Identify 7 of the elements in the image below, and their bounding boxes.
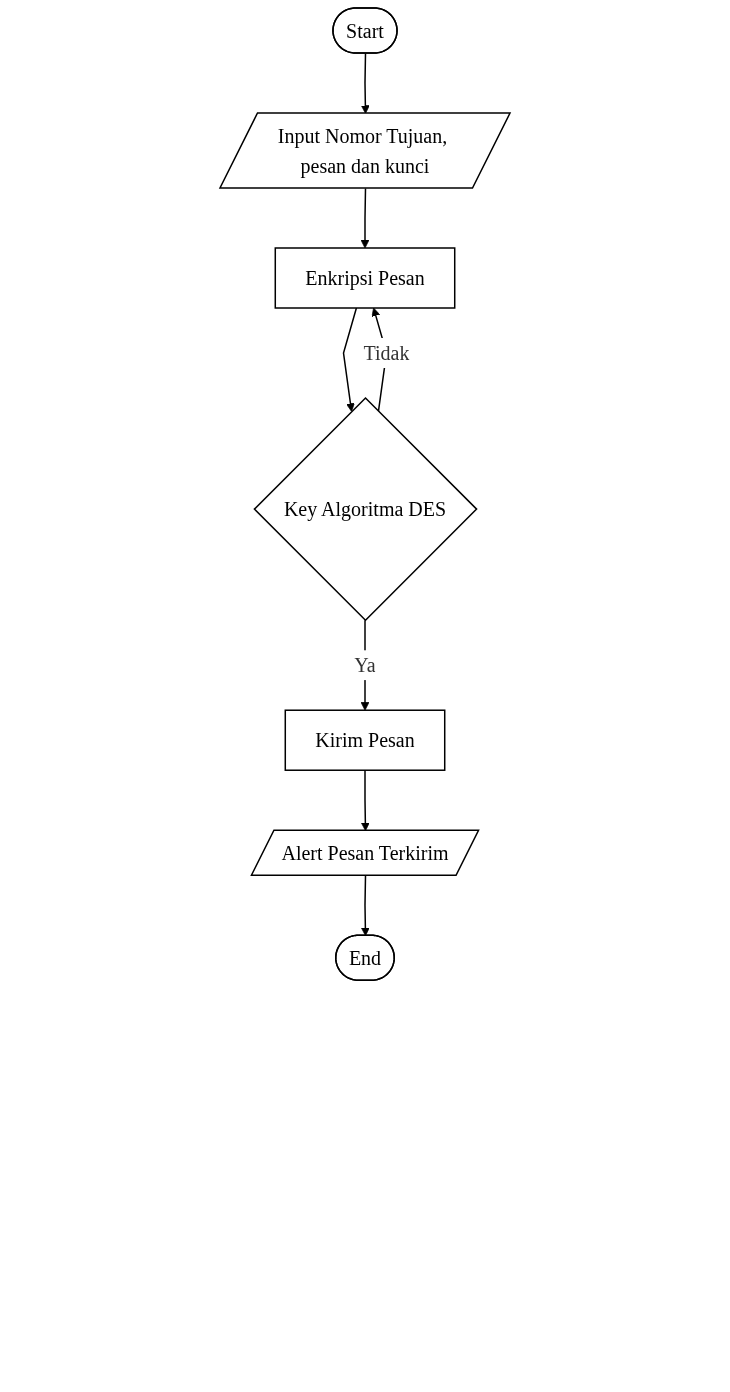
arrow: [342, 307, 358, 412]
edge-label: Tidak: [363, 342, 410, 364]
arrow: [360, 52, 370, 114]
node-diamond: Key Algoritma DES: [253, 396, 478, 622]
node-box: Enkripsi Pesan: [274, 247, 456, 309]
edge-label: Ya: [354, 654, 376, 677]
node-box: Kirim Pesan: [284, 709, 446, 771]
